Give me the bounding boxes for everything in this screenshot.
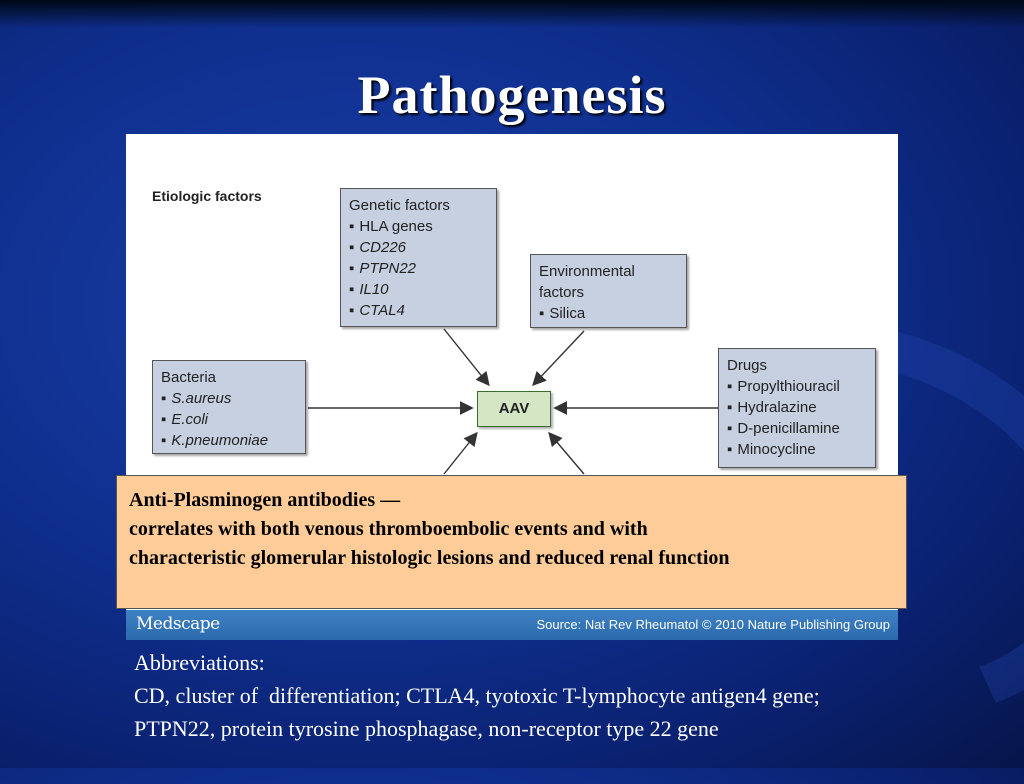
- arrow-environmental-to-aav: [532, 330, 585, 387]
- callout-heading: Anti-Plasminogen antibodies —: [129, 489, 401, 511]
- list-item: Hydralazine: [727, 397, 867, 418]
- figure-footer-bar: Medscape Source: Nat Rev Rheumatol © 201…: [126, 610, 898, 640]
- list-item: HLA genes: [349, 216, 488, 237]
- arrow-lower-left-to-aav: [443, 431, 478, 475]
- abbreviations-line-1: CD, cluster of differentiation; CTLA4, t…: [134, 683, 820, 708]
- source-credit: Source: Nat Rev Rheumatol © 2010 Nature …: [536, 617, 890, 632]
- list-item: K.pneumoniae: [161, 430, 297, 451]
- genetic-factors-list: HLA genes CD226 PTPN22 IL10 CTAL4: [349, 216, 488, 321]
- drugs-title: Drugs: [727, 357, 768, 374]
- arrow-connectors: [308, 328, 718, 475]
- drugs-box: Drugs Propylthiouracil Hydralazine D-pen…: [718, 348, 876, 468]
- list-item: IL10: [349, 279, 488, 300]
- environmental-factors-title: Environmental: [539, 263, 635, 280]
- anti-plasminogen-callout: Anti-Plasminogen antibodies — correlates…: [116, 475, 907, 609]
- callout-line-1: correlates with both venous thromboembol…: [129, 518, 648, 540]
- genetic-factors-box: Genetic factors HLA genes CD226 PTPN22 I…: [340, 188, 497, 327]
- list-item: Silica: [539, 303, 678, 324]
- list-item: CD226: [349, 237, 488, 258]
- arrow-lower-right-to-aav: [548, 431, 585, 475]
- list-item: D-penicillamine: [727, 418, 867, 439]
- medscape-logo: Medscape: [136, 614, 220, 634]
- environmental-factors-title-2: factors: [539, 284, 585, 301]
- environmental-factors-list: Silica: [539, 303, 678, 324]
- aav-center-box: AAV: [477, 391, 551, 427]
- callout-line-2: characteristic glomerular histologic les…: [129, 547, 730, 569]
- list-item: Minocycline: [727, 439, 867, 460]
- drugs-list: Propylthiouracil Hydralazine D-penicilla…: [727, 376, 867, 460]
- abbreviations-line-2: PTPN22, protein tyrosine phosphagase, no…: [134, 716, 719, 741]
- list-item: S.aureus: [161, 388, 297, 409]
- abbreviations-label: Abbreviations:: [134, 650, 265, 675]
- top-shadow-band: [0, 0, 1024, 28]
- etiologic-factors-label: Etiologic factors: [152, 188, 262, 204]
- list-item: Propylthiouracil: [727, 376, 867, 397]
- bacteria-list: S.aureus E.coli K.pneumoniae: [161, 388, 297, 451]
- list-item: CTAL4: [349, 300, 488, 321]
- abbreviations-block: Abbreviations: CD, cluster of differenti…: [134, 646, 1014, 745]
- arrow-genetic-to-aav: [443, 328, 490, 387]
- bacteria-box: Bacteria S.aureus E.coli K.pneumoniae: [152, 360, 306, 454]
- slide-title: Pathogenesis: [357, 65, 667, 125]
- list-item: E.coli: [161, 409, 297, 430]
- list-item: PTPN22: [349, 258, 488, 279]
- environmental-factors-box: Environmental factors Silica: [530, 254, 687, 328]
- genetic-factors-title: Genetic factors: [349, 197, 450, 214]
- bacteria-title: Bacteria: [161, 369, 217, 386]
